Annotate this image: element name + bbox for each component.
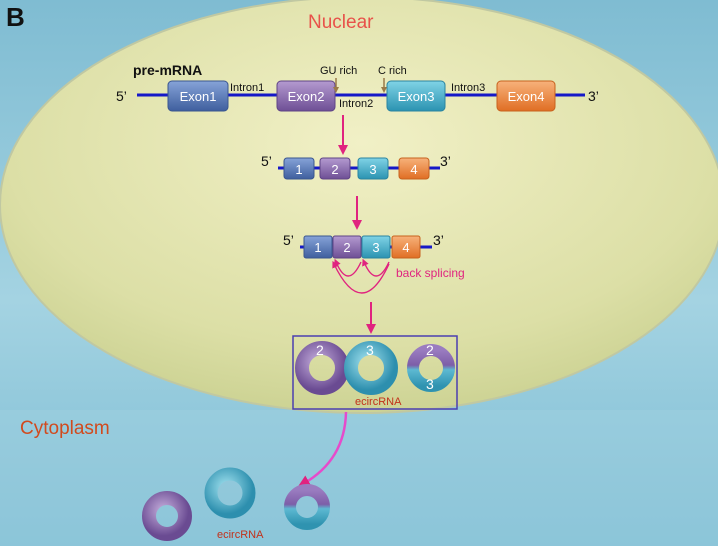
step2-exon4-label: 4 [410,162,417,177]
cytoplasm-label: Cytoplasm [20,418,110,439]
circrna-exon3-ring [344,341,398,395]
ring-a-label: 2 [316,342,324,358]
nuclear-label: Nuclear [308,12,374,33]
step2-exon2-label: 2 [331,162,338,177]
back-splice-arc-outer [332,260,390,294]
step2-exon1-label: 1 [295,162,302,177]
step3-exon1 [303,235,333,259]
exon3-label: Exon3 [398,89,435,104]
step3-exon2-label: 2 [343,240,350,255]
circrna-exon2-ring [295,341,349,395]
premrna-five-prime: 5’ [116,88,127,104]
intron1-label: Intron1 [230,82,264,94]
circrna-exon2-3-ring [407,344,455,392]
ecircrna-frame [292,335,458,410]
step3-exon3 [361,235,391,259]
ecircrna-box-label: ecircRNA [355,396,402,408]
cyto-teal-ring [204,467,256,519]
exon2-block [276,80,336,112]
cytoplasm-circrnas: ecircRNA [142,467,330,541]
premrna-label: pre-mRNA [133,62,202,78]
premrna-three-prime: 3’ [588,88,599,104]
step2-exon3-label: 3 [369,162,376,177]
cyto-ecircrna-label: ecircRNA [217,529,264,541]
intron3-label: Intron3 [451,82,485,94]
step3-exon1-label: 1 [314,240,321,255]
exon4-block [496,80,556,112]
step3-exon2 [332,235,362,259]
export-arrow [297,411,348,488]
step2-exon1 [283,157,315,180]
step3-five-prime: 5’ [283,232,294,248]
exon4-label: Exon4 [508,89,545,104]
exon3-block [386,80,446,112]
c-rich-label: C rich [378,65,407,77]
ring-b-label: 3 [366,342,374,358]
exon1-label: Exon1 [180,89,217,104]
step3-exon4 [391,235,421,259]
step2-five-prime: 5’ [261,153,272,169]
spliced-step: 5’ 3’ 1 2 3 4 [261,153,451,180]
step3-exon3-label: 3 [372,240,379,255]
exon1-block [167,80,229,112]
ring-c-top-label: 2 [426,342,434,358]
back-splicing-step: 5’ 3’ 1 2 3 4 back splicing [283,232,465,294]
cytoplasm-band [0,410,718,546]
gu-rich-label: GU rich [320,65,357,77]
panel-letter: B [6,2,25,32]
step3-three-prime: 3’ [433,232,444,248]
cyto-mixed-ring [284,484,330,530]
ring-c-bottom-label: 3 [426,376,434,392]
step2-exon2 [319,157,351,180]
ecircrna-box: 2 3 2 3 ecircRNA [292,335,458,410]
step2-three-prime: 3’ [440,153,451,169]
step2-exon3 [357,157,389,180]
back-splice-arc-3 [362,258,390,277]
step3-exon4-label: 4 [402,240,409,255]
premrna-step: pre-mRNA 5’ 3’ Exon1 Exon2 Exon3 Exon4 I… [116,62,599,112]
back-splicing-label: back splicing [396,266,465,280]
step2-exon4 [398,157,430,180]
cyto-purple-ring [142,491,192,541]
intron2-label: Intron2 [339,98,373,110]
exon2-label: Exon2 [288,89,325,104]
